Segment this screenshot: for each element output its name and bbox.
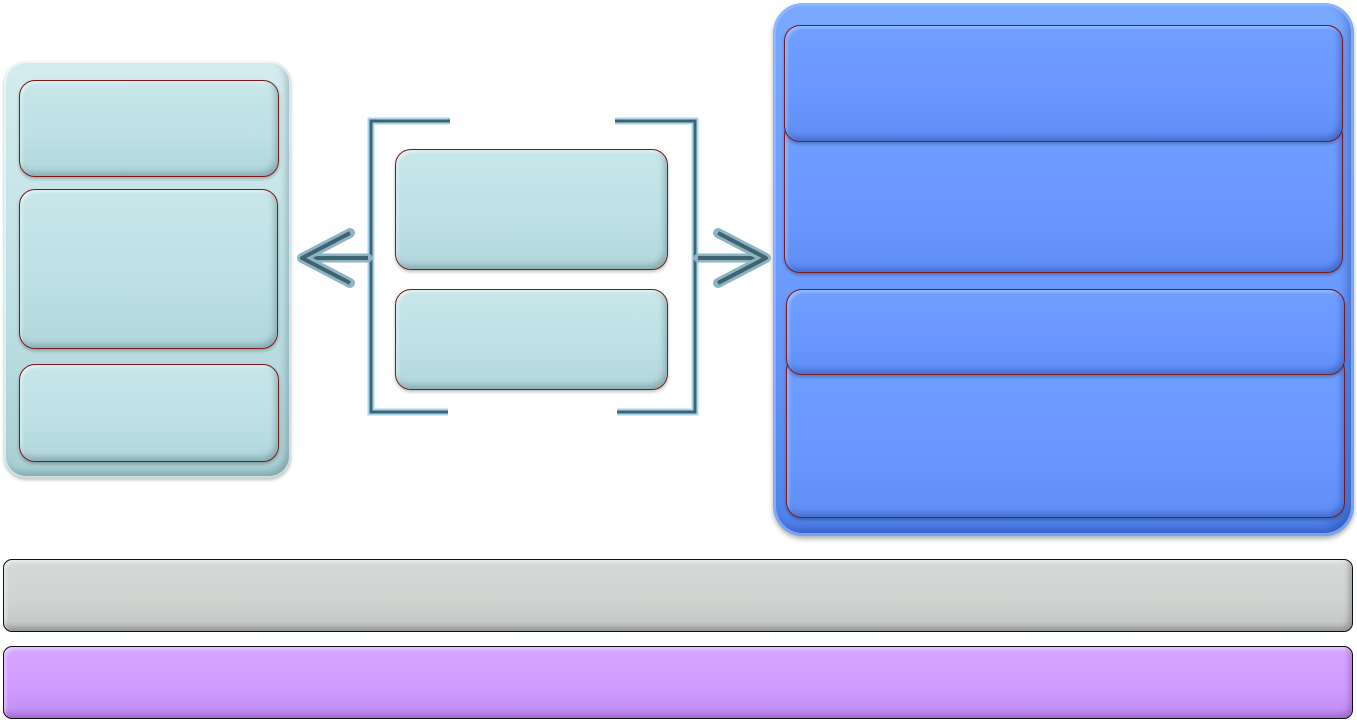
left-arrow <box>297 228 373 288</box>
left-box-bottom <box>19 364 279 462</box>
right-arrow <box>693 228 771 288</box>
bottom-bar-purple <box>3 646 1353 719</box>
bottom-bar-gray <box>3 559 1353 632</box>
left-box-middle <box>19 189 278 349</box>
left-box-top <box>19 80 279 177</box>
center-box-top <box>395 149 668 270</box>
left-bracket <box>367 117 450 416</box>
center-box-bottom <box>395 289 668 390</box>
right-bracket <box>615 117 699 416</box>
right-box-2 <box>784 120 1343 273</box>
right-box-3 <box>786 289 1345 375</box>
right-box-4 <box>786 355 1345 518</box>
right-box-1 <box>784 25 1343 142</box>
